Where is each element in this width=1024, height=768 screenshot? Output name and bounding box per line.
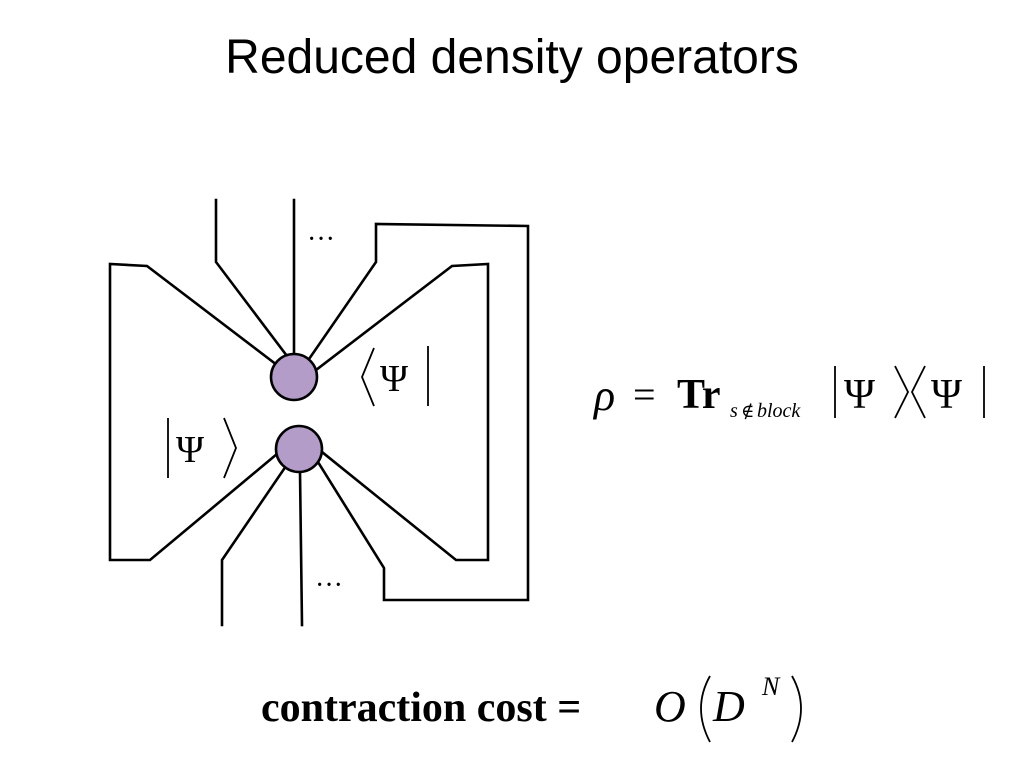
bra-angle-bracket <box>361 347 375 407</box>
cost-right-paren <box>791 675 802 743</box>
ket-wire-open-2 <box>298 470 304 627</box>
formula-bra-angle <box>910 365 926 419</box>
formula-trace: Tr <box>677 372 721 418</box>
formula-subscript-block: block <box>757 400 801 422</box>
slide-title: Reduced density operators <box>225 31 799 84</box>
bra-wire-right-loop <box>305 222 530 602</box>
ket-psi: Ψ <box>176 429 204 471</box>
bra-label: Ψ <box>361 346 429 407</box>
bra-wire-left-loop <box>108 262 296 562</box>
ket-label: Ψ <box>167 417 237 479</box>
formula-ket-psi: Ψ <box>844 372 875 418</box>
density-formula: ρ = Tr s ∉ block Ψ Ψ <box>592 365 985 422</box>
cost-exponent: N <box>761 672 781 701</box>
ket-wire-open-1 <box>220 464 288 627</box>
upper-ellipsis: ··· <box>307 224 335 255</box>
cost-left-paren <box>700 675 711 743</box>
cost-base: D <box>712 682 745 731</box>
ket-tensor-node <box>274 424 324 474</box>
bra-wire-far-right-loop <box>314 262 490 562</box>
bra-tensor-node <box>269 352 319 402</box>
formula-subscript-s: s <box>730 400 738 422</box>
formula-equals: = <box>633 372 656 417</box>
formula-bra-psi: Ψ <box>931 372 962 418</box>
formula-ket-angle <box>894 365 910 419</box>
ket-angle-bracket <box>223 417 237 479</box>
formula-subscript-notin: ∉ <box>741 401 754 422</box>
formula-rho: ρ <box>592 371 615 420</box>
bra-wire-open-1 <box>214 198 292 362</box>
lower-ellipsis: ··· <box>315 570 343 601</box>
bra-psi: Ψ <box>380 358 408 400</box>
cost-big-o: O <box>654 682 686 731</box>
cost-label: contraction cost = <box>261 685 581 731</box>
contraction-cost: contraction cost = O D N <box>261 672 802 743</box>
